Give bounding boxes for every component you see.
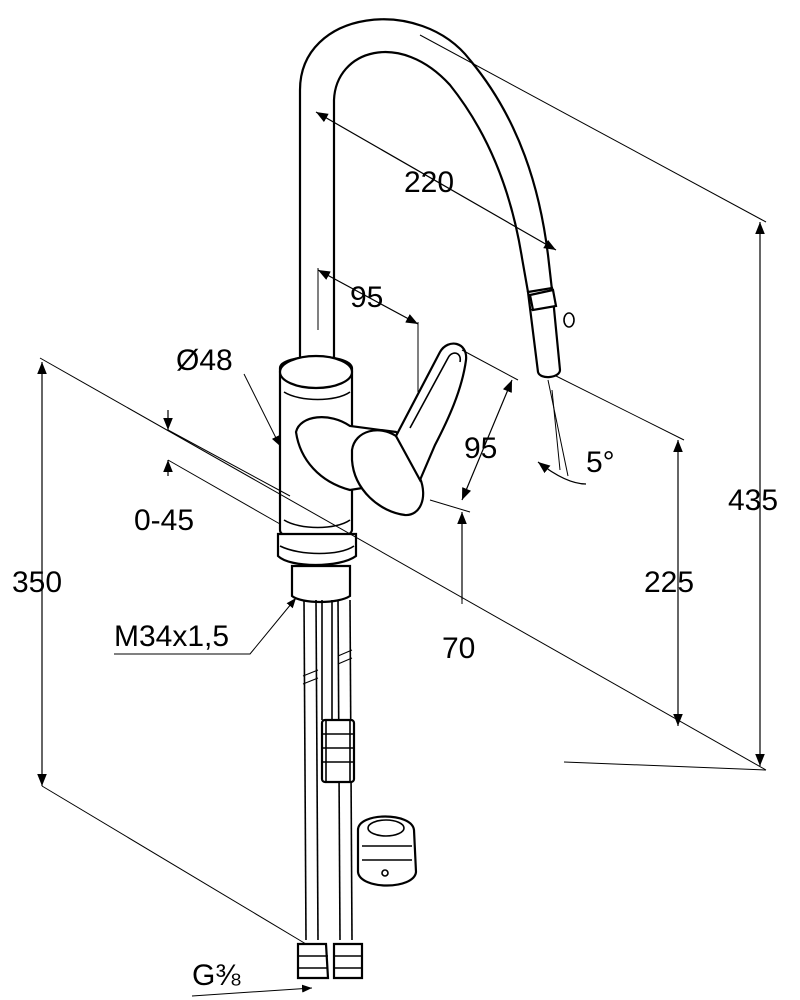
faucet-body: [276, 18, 575, 604]
label-total-height: 435: [728, 484, 778, 517]
label-lever-offset: 95: [350, 281, 383, 314]
counterweight: [356, 815, 418, 887]
label-install-height: 350: [12, 566, 62, 599]
label-swivel: 0-45: [134, 504, 194, 537]
label-connection: G⅜: [192, 959, 241, 992]
hose-clamp: [320, 718, 356, 784]
label-angle: 5°: [586, 446, 615, 479]
label-reach: 220: [404, 166, 454, 199]
spray-head: [526, 286, 575, 379]
label-lever-height: 95: [464, 432, 497, 465]
connection-nuts: [296, 942, 364, 980]
dimension-lines: [37, 34, 767, 997]
label-spout-height: 225: [644, 566, 694, 599]
label-diameter: Ø48: [176, 344, 233, 377]
supply-hoses: [296, 599, 364, 980]
label-thread: M34x1,5: [114, 620, 229, 653]
dimension-labels: 220 95 Ø48 95 5° 0-45 435 225 70 350 M34…: [12, 166, 778, 992]
label-base-height: 70: [442, 632, 475, 665]
